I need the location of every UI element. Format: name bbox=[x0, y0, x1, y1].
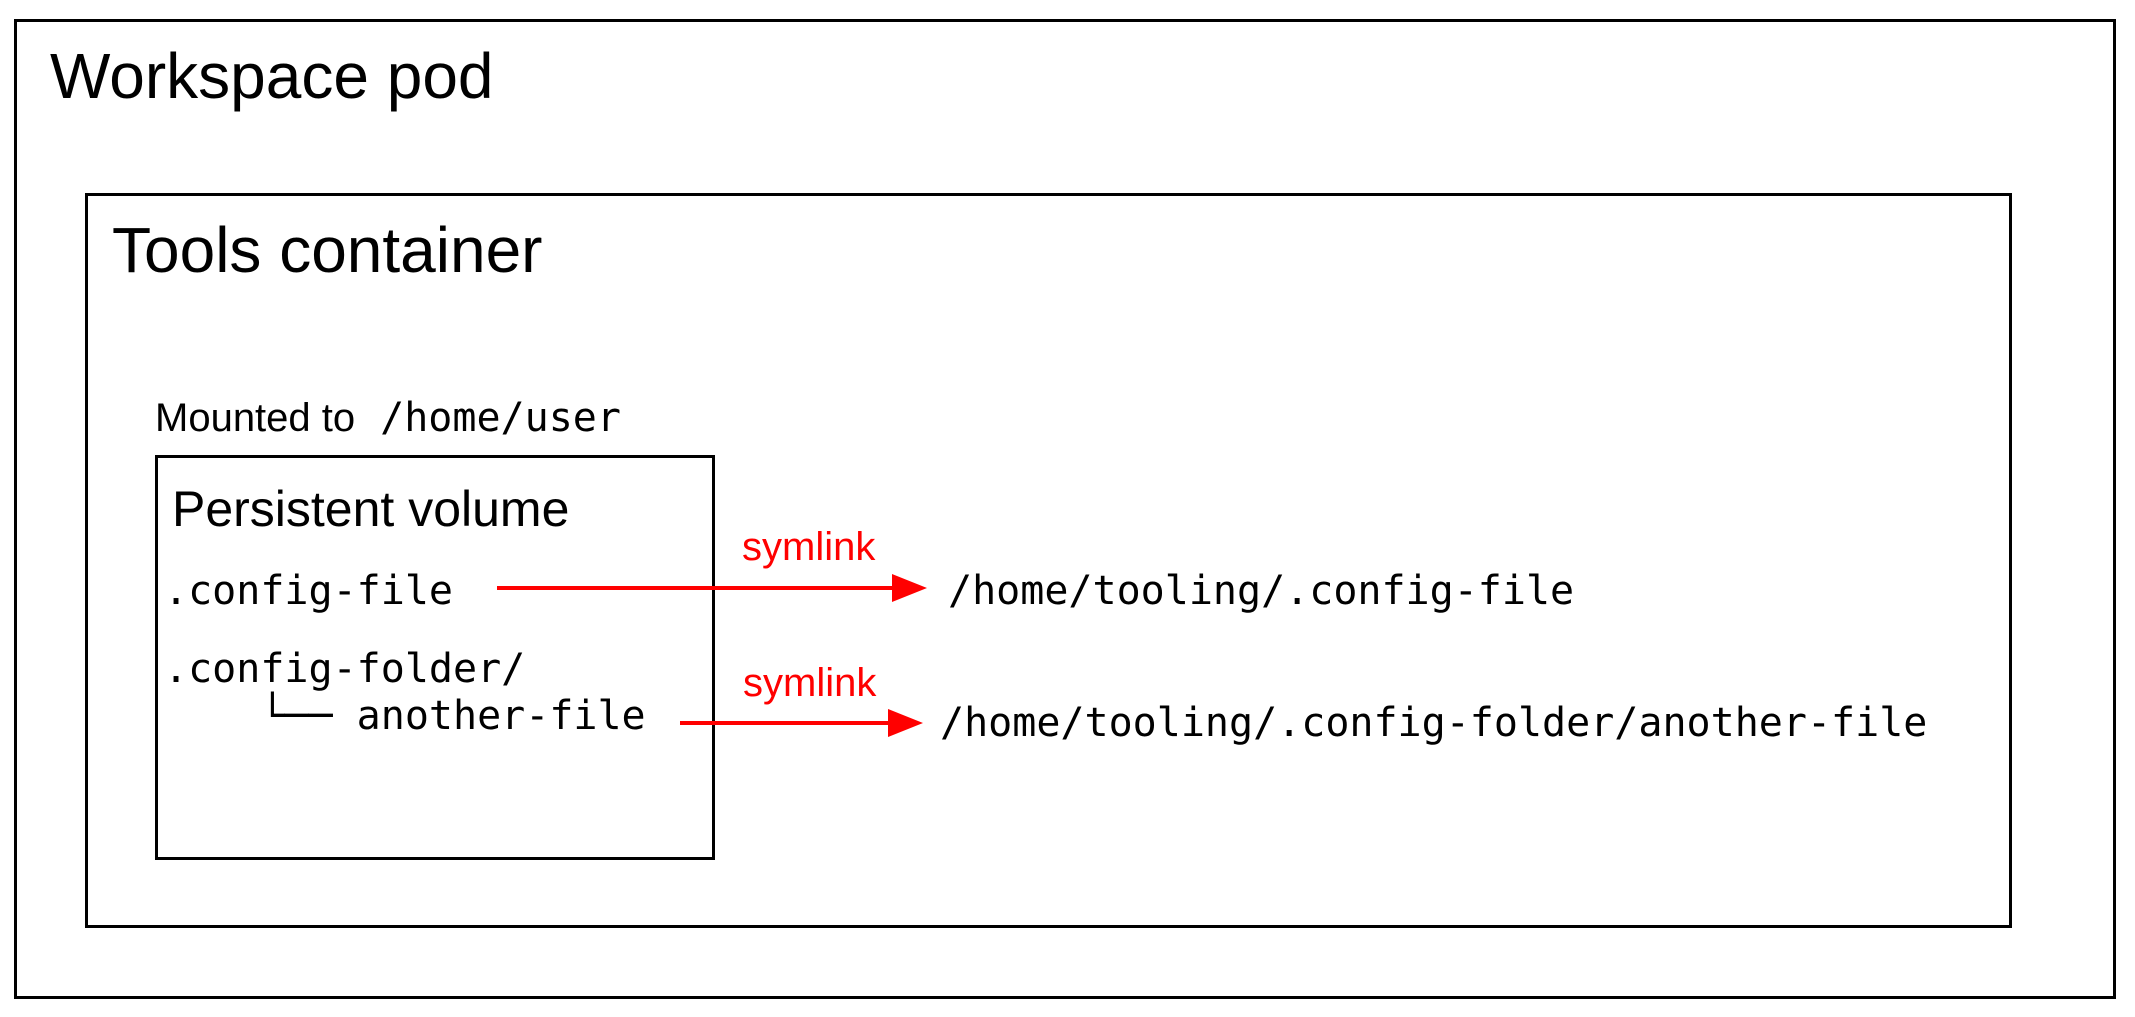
symlink-arrow-1-shaft bbox=[497, 586, 897, 590]
tools-container-title: Tools container bbox=[112, 214, 543, 286]
symlink-target-1: /home/tooling/.config-file bbox=[948, 568, 1575, 614]
persistent-volume-box bbox=[155, 455, 715, 860]
symlink-target-2: /home/tooling/.config-folder/another-fil… bbox=[940, 700, 1928, 746]
file-entry-config-file: .config-file bbox=[164, 568, 453, 614]
workspace-pod-box bbox=[14, 19, 2116, 999]
symlink-arrow-2-shaft bbox=[680, 721, 893, 725]
symlink-arrow-1-head bbox=[892, 574, 927, 602]
file-entry-another-file: └── another-file bbox=[164, 693, 646, 739]
mount-label: Mounted to/home/user bbox=[155, 398, 621, 438]
mount-label-prefix: Mounted to bbox=[155, 396, 356, 440]
file-entry-config-folder: .config-folder/ bbox=[164, 646, 526, 692]
tools-container-box bbox=[85, 193, 2012, 928]
workspace-pod-title: Workspace pod bbox=[50, 40, 494, 112]
symlink-arrow-2-head bbox=[888, 709, 923, 737]
symlink-label-2: symlink bbox=[743, 661, 877, 705]
mount-path: /home/user bbox=[380, 395, 621, 441]
symlink-label-1: symlink bbox=[742, 525, 876, 569]
persistent-volume-title: Persistent volume bbox=[172, 481, 570, 537]
